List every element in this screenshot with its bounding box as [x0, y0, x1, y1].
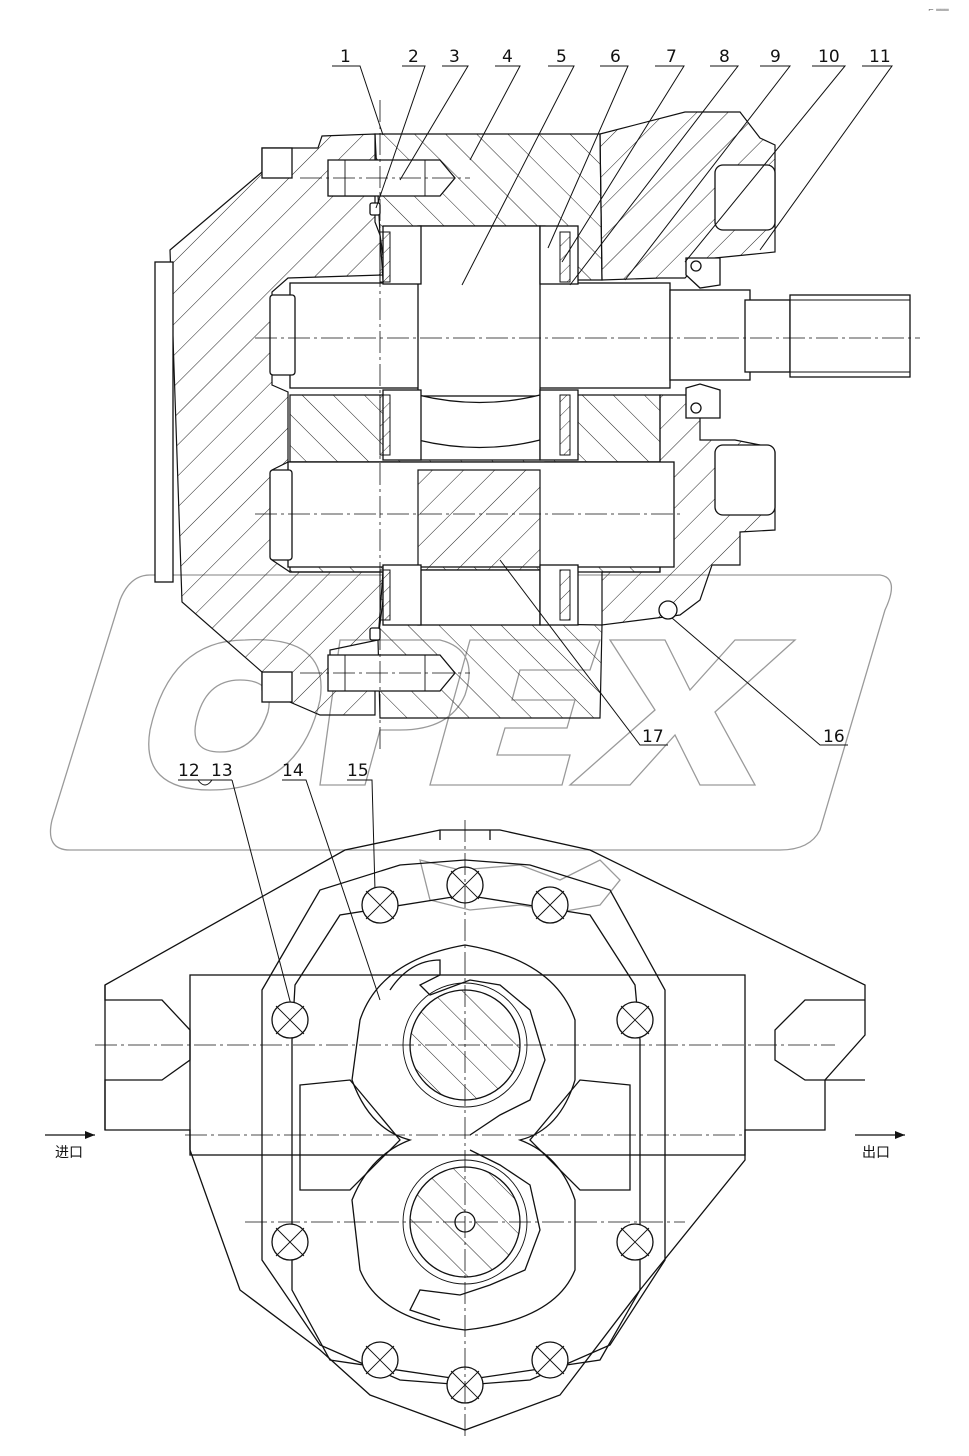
part-number-3: 3: [449, 47, 460, 67]
driven-gear: [417, 469, 541, 571]
part-number-16: 16: [823, 727, 845, 747]
drive-gear: [417, 225, 541, 397]
part-number-1: 1: [340, 47, 351, 67]
outlet-label: 出口: [862, 1145, 890, 1161]
part-number-2: 2: [408, 47, 419, 67]
bolt-holes: [271, 866, 654, 1404]
shaft-spline: [789, 294, 911, 378]
part-number-7: 7: [666, 47, 677, 67]
rear-cover: [599, 111, 776, 281]
o-ring-16: [658, 600, 678, 620]
dowel-pin-top: [327, 159, 456, 197]
part-number-12: 12: [178, 761, 200, 781]
part-number-4: 4: [502, 47, 513, 67]
dowel-pin-bottom: [327, 654, 456, 692]
part-number-10: 10: [818, 47, 840, 67]
part-number-6: 6: [610, 47, 621, 67]
part-number-8: 8: [719, 47, 730, 67]
part-number-17: 17: [642, 727, 664, 747]
part-number-13: 13: [211, 761, 233, 781]
part-callouts: 1 2 3 4 5 6 7 8 9 10 11 17 16 12 13 14 1…: [178, 47, 893, 1021]
part-number-15: 15: [347, 761, 369, 781]
part-number-11: 11: [869, 47, 891, 67]
lip-seal: [685, 257, 721, 289]
section-view: [154, 100, 920, 750]
front-cover: [169, 133, 384, 716]
part-number-5: 5: [556, 47, 567, 67]
part-number-9: 9: [770, 47, 781, 67]
gear-chamber: [351, 944, 576, 1331]
corner-mark: ⌐ ═══: [928, 6, 950, 14]
housing-outline: [104, 829, 866, 1431]
end-view: 进口 出口: [45, 820, 905, 1440]
part-number-14: 14: [282, 761, 304, 781]
inlet-label: 进口: [55, 1145, 83, 1161]
